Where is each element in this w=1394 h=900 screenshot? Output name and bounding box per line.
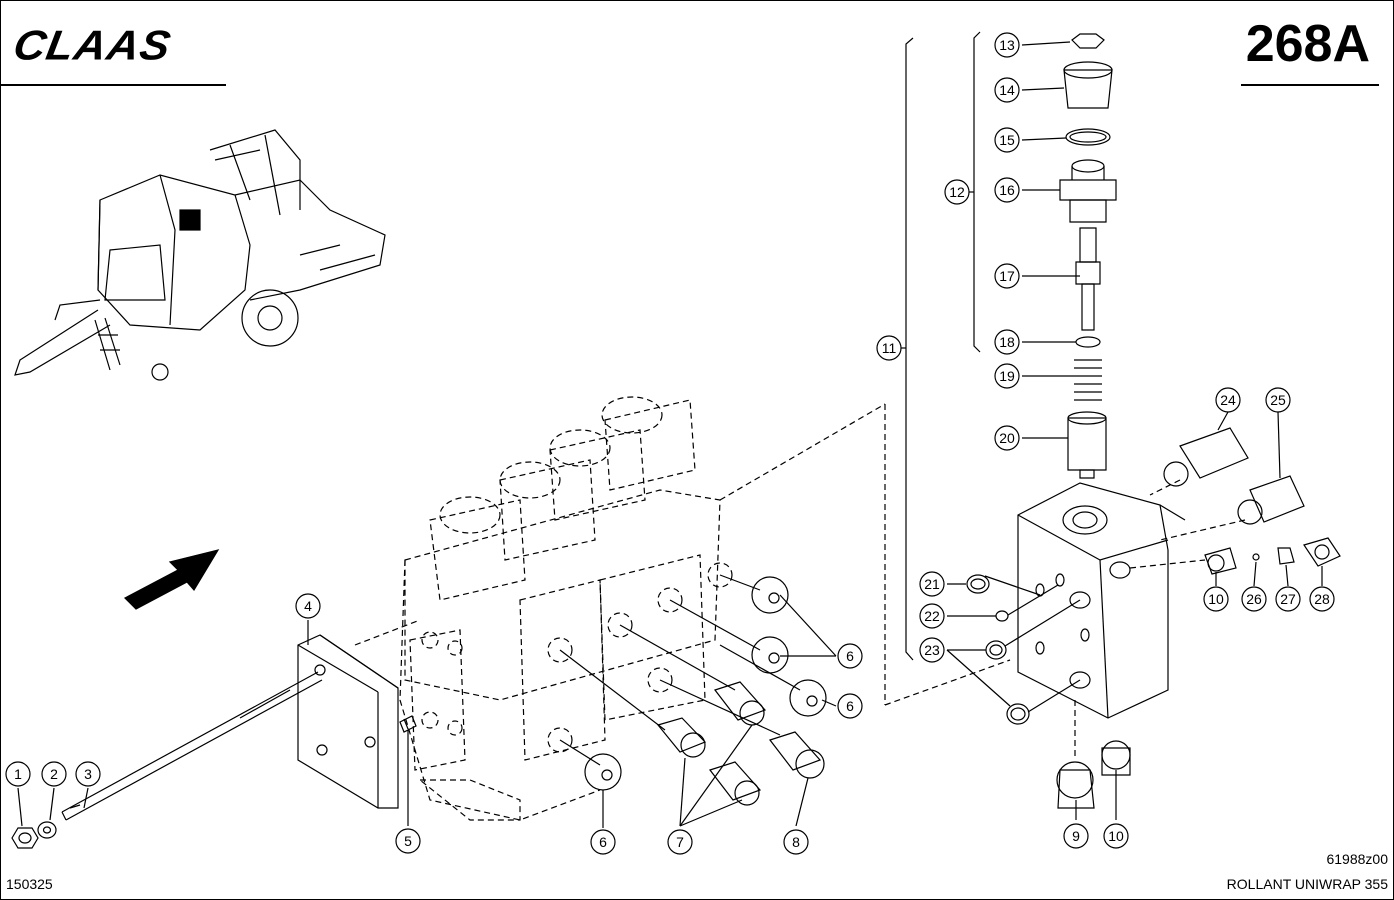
page-number: 268A [1245,15,1370,73]
header-rule-right [1241,84,1379,86]
callout-c20: 20 [994,425,1020,451]
callout-c10a: 10 [1203,586,1229,612]
nut-and-washer [11,821,57,849]
callout-c4: 4 [295,593,321,619]
callout-c26: 26 [1241,586,1267,612]
svg-text:26: 26 [1246,591,1262,607]
svg-text:27: 27 [1280,591,1296,607]
port-leader-lines [559,574,801,766]
svg-text:28: 28 [1314,591,1330,607]
callout-c25: 25 [1265,387,1291,413]
svg-text:18: 18 [999,334,1015,350]
side-fittings [966,427,1341,809]
plug-5 [399,715,417,733]
callout-c2: 2 [41,761,67,787]
callout-c12: 12 [944,179,970,205]
svg-text:20: 20 [999,430,1015,446]
svg-text:15: 15 [999,132,1015,148]
callout-c17: 17 [994,263,1020,289]
callout-c3: 3 [75,761,101,787]
svg-text:5: 5 [404,833,412,849]
svg-text:7: 7 [676,834,684,850]
callout-c8: 8 [783,829,809,855]
callout-c23: 23 [919,637,945,663]
svg-text:6: 6 [846,648,854,664]
callout-c16: 16 [994,177,1020,203]
assembly-brackets [900,31,981,661]
direction-arrow [124,549,220,610]
callout-c10b: 10 [1103,823,1129,849]
fittings-6-7-8 [584,576,827,806]
svg-text:10: 10 [1108,828,1124,844]
svg-text:16: 16 [999,182,1015,198]
svg-text:2: 2 [50,766,58,782]
callout-c13: 13 [994,32,1020,58]
svg-text:13: 13 [999,37,1015,53]
svg-text:12: 12 [949,184,965,200]
svg-text:4: 4 [304,598,312,614]
callout-c28: 28 [1309,586,1335,612]
callout-c9: 9 [1063,823,1089,849]
svg-text:23: 23 [924,642,940,658]
callout-c24: 24 [1215,387,1241,413]
callout-c7: 7 [667,829,693,855]
svg-text:22: 22 [924,608,940,624]
callout-c6b: 6 [837,693,863,719]
svg-text:8: 8 [792,834,800,850]
sheet-reference: 150325 [6,876,53,892]
tie-rod [61,671,323,821]
callout-c6a: 6 [837,643,863,669]
cover-plate [297,634,399,809]
svg-text:19: 19 [999,368,1015,384]
svg-text:3: 3 [84,766,92,782]
callout-leaders [17,41,1323,828]
svg-text:6: 6 [599,834,607,850]
svg-text:9: 9 [1072,828,1080,844]
callout-c5: 5 [395,828,421,854]
pilot-valve-block [1017,482,1186,719]
callout-c15: 15 [994,127,1020,153]
svg-text:17: 17 [999,268,1015,284]
callout-c14: 14 [994,77,1020,103]
callout-c1: 1 [5,761,31,787]
valve-bank [354,396,1011,821]
drawing-code: 61988z00 [1326,851,1388,867]
svg-text:25: 25 [1270,392,1286,408]
svg-text:24: 24 [1220,392,1236,408]
callout-c11: 11 [876,335,902,361]
callout-c19: 19 [994,363,1020,389]
callout-c27: 27 [1275,586,1301,612]
callout-c18: 18 [994,329,1020,355]
machine-thumbnail [14,129,386,381]
svg-text:11: 11 [882,340,897,356]
svg-text:21: 21 [924,576,940,592]
svg-text:10: 10 [1208,591,1224,607]
callout-c21: 21 [919,571,945,597]
svg-text:6: 6 [846,698,854,714]
pilot-stack [1059,33,1117,479]
svg-text:14: 14 [999,82,1015,98]
callout-c22: 22 [919,603,945,629]
header-rule-left [0,84,226,86]
machine-model: ROLLANT UNIWRAP 355 [1226,876,1388,892]
callout-c6c: 6 [590,829,616,855]
svg-text:1: 1 [14,766,22,782]
